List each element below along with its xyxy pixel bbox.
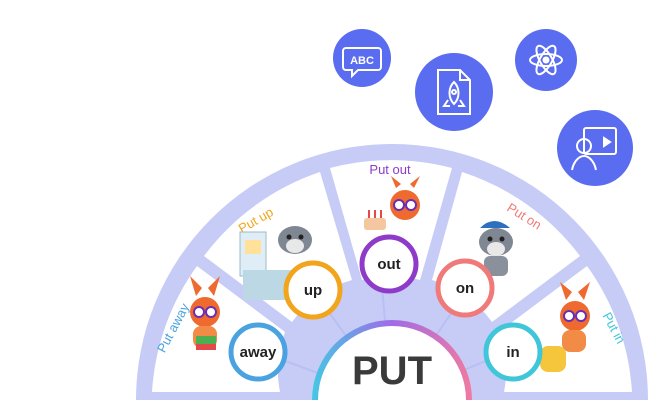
word-in-label: in <box>506 344 519 361</box>
word-up-label: up <box>304 282 322 299</box>
fox-character-away <box>190 276 220 350</box>
abc-text-icon: ABC <box>342 47 382 79</box>
rocket-icon-button[interactable] <box>415 53 493 131</box>
word-out-label: out <box>377 256 400 273</box>
fox-character-in <box>540 282 590 372</box>
word-on-label: on <box>456 280 474 297</box>
word-node-out[interactable]: out <box>359 234 419 294</box>
word-away-label: away <box>240 344 277 361</box>
atom-icon <box>529 44 563 76</box>
svg-text:ABC: ABC <box>350 55 374 67</box>
dog-character-on <box>479 221 513 276</box>
word-node-up[interactable]: up <box>283 260 343 320</box>
word-node-on[interactable]: on <box>435 258 495 318</box>
word-node-away[interactable]: away <box>228 322 288 382</box>
teacher-board-icon <box>571 127 617 171</box>
abc-icon-button[interactable]: ABC <box>333 29 391 87</box>
center-word: PUT <box>352 349 432 393</box>
word-node-in[interactable]: in <box>483 322 543 382</box>
sector-out[interactable] <box>330 160 452 280</box>
center-hub[interactable]: PUT <box>312 320 472 400</box>
fox-character-out <box>364 176 420 230</box>
sector-label-out: Put out <box>369 162 411 177</box>
rocket-document-icon <box>437 69 471 115</box>
teacher-icon-button[interactable] <box>557 110 633 186</box>
atom-icon-button[interactable] <box>515 29 577 91</box>
